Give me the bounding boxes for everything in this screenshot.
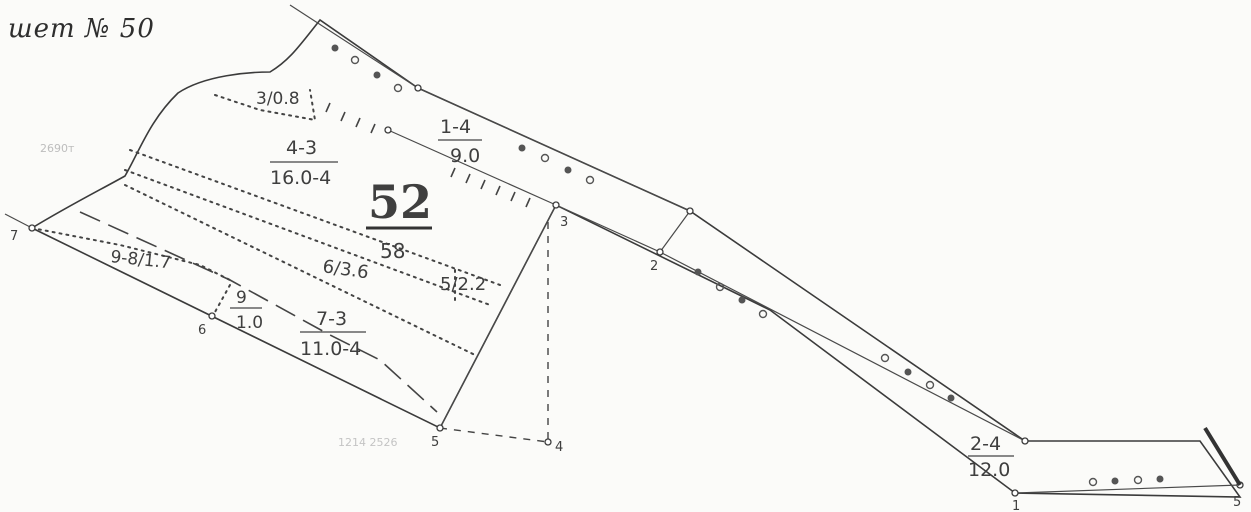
cross-line	[659, 210, 691, 253]
faint-text-1: 2690т	[40, 142, 75, 155]
tree-symbols	[331, 44, 1164, 487]
stand-label-4: 2-4 12.0	[968, 433, 1014, 481]
point-number-1: 1	[1012, 499, 1020, 512]
point-number-5b: 5	[1233, 495, 1241, 510]
dotted-line-5	[214, 89, 317, 122]
svg-text:4-3: 4-3	[286, 137, 317, 159]
parcel-area: 58	[380, 239, 405, 263]
survey-points	[28, 84, 1244, 497]
hatched-edge	[1203, 426, 1242, 487]
sheet-title: шет № 50	[8, 14, 155, 44]
stand-label-1: 1-4 9.0	[438, 116, 482, 167]
dotted-line-3	[124, 184, 476, 356]
dotted-line-4	[31, 227, 231, 281]
faint-text-2: 1214 2526	[338, 436, 398, 449]
long-dashed-line	[79, 211, 438, 413]
corridor-line-lower	[417, 87, 691, 212]
svg-text:16.0-4: 16.0-4	[270, 167, 331, 189]
stand-label-3: 7-3 11.0-4	[300, 308, 366, 360]
point-number-2: 2	[650, 259, 658, 274]
stand-label-2: 4-3 16.0-4	[270, 137, 338, 189]
svg-text:12.0: 12.0	[968, 459, 1010, 481]
stand-label-5: 9 1.0	[230, 288, 263, 333]
sub-line-3-5	[439, 204, 557, 429]
inline-label-2: 6/3.6	[321, 256, 370, 283]
point-number-3: 3	[560, 215, 568, 230]
point-number-4: 4	[555, 440, 563, 455]
svg-text:9: 9	[236, 288, 247, 308]
dotted-line-6	[214, 284, 231, 313]
inline-label-3: 5/2.2	[440, 274, 486, 295]
dotted-line-2	[124, 169, 491, 306]
parcel-boundary	[30, 18, 1242, 498]
upper-edge-line	[289, 4, 419, 89]
parcel-number: 52	[368, 175, 432, 229]
svg-text:1-4: 1-4	[440, 116, 471, 138]
svg-text:1.0: 1.0	[236, 313, 263, 333]
svg-text:7-3: 7-3	[316, 308, 347, 330]
svg-text:11.0-4: 11.0-4	[300, 338, 361, 360]
svg-text:9.0: 9.0	[450, 145, 480, 167]
inline-label-4: 9-8/1.7	[109, 247, 171, 273]
hachure-ticks	[325, 102, 531, 208]
point-number-5: 5	[431, 435, 439, 450]
svg-text:2-4: 2-4	[970, 433, 1001, 455]
dashed-line-5-4	[439, 427, 549, 443]
point-number-7: 7	[10, 229, 18, 244]
dotted-line-1	[129, 149, 501, 286]
point-number-6: 6	[198, 323, 206, 338]
strip-bottom	[1014, 484, 1241, 494]
corridor-line-upper	[387, 129, 1026, 442]
inline-label-1: 3/0.8	[256, 89, 300, 109]
left-edge-extension	[4, 213, 33, 229]
